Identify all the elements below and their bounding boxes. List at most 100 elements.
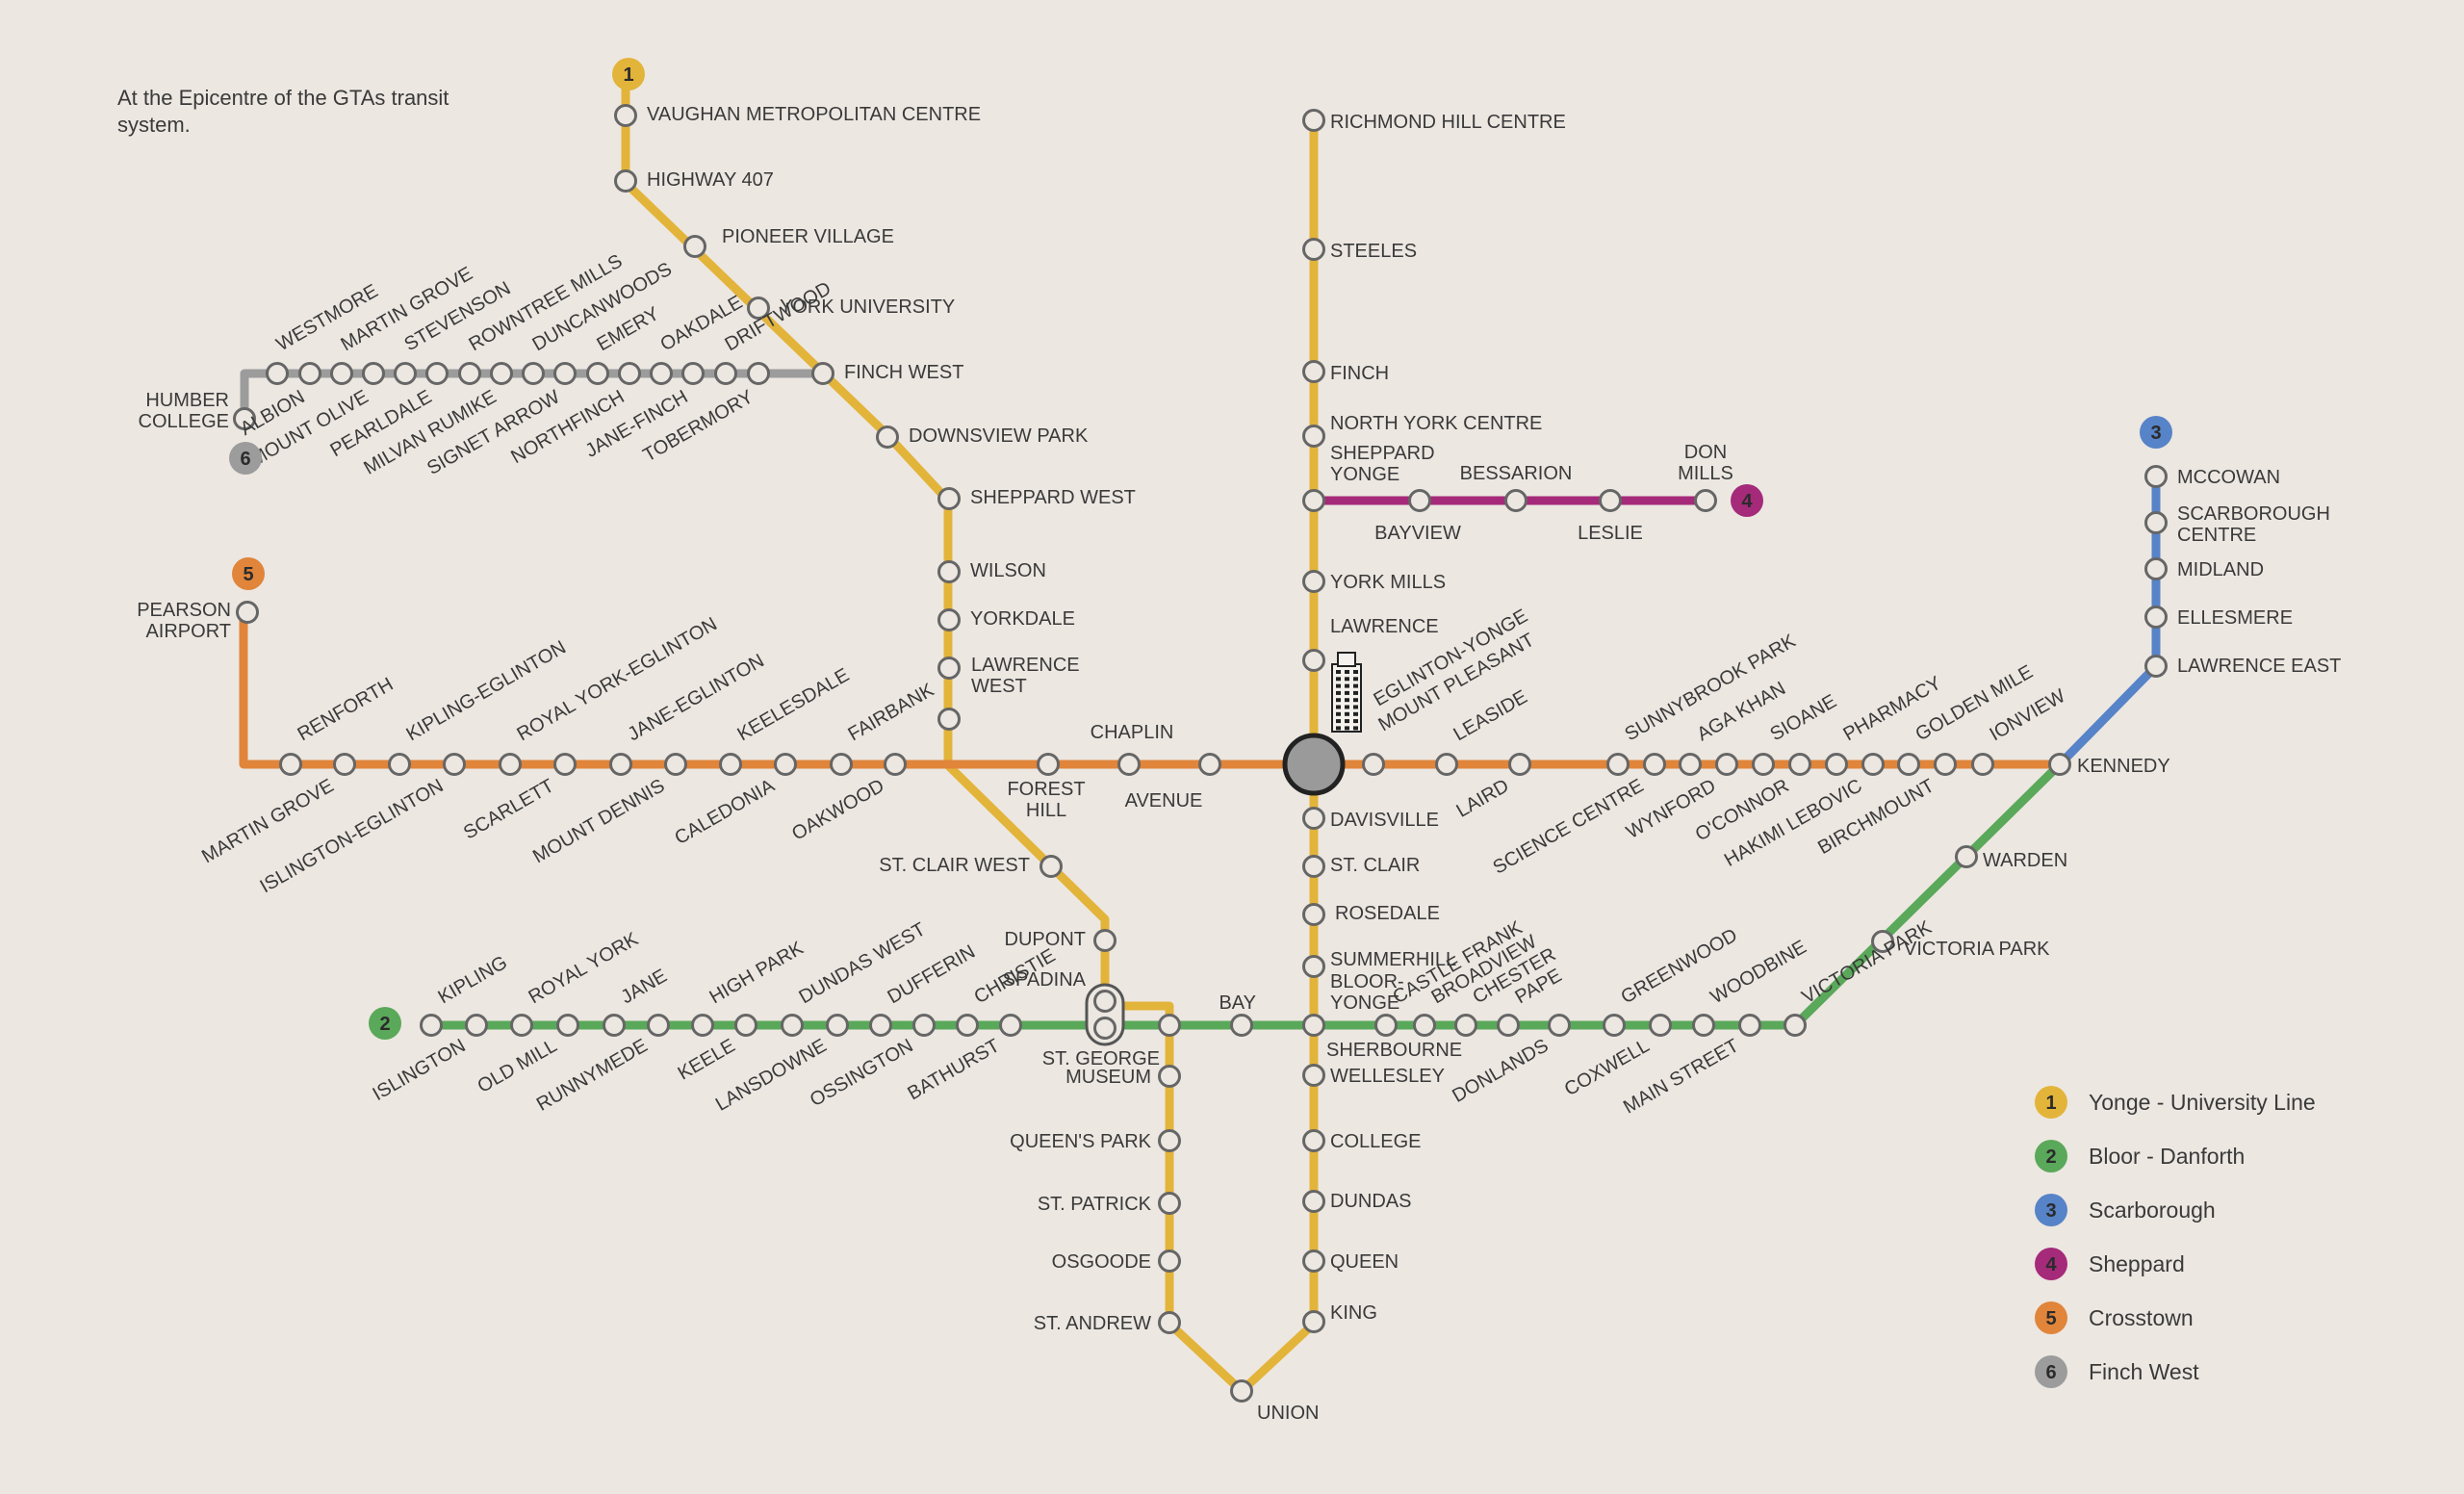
- station-marker-caledonia[interactable]: [774, 753, 797, 776]
- station-marker-lawrence[interactable]: [1302, 649, 1325, 672]
- station-marker-dundas-west[interactable]: [781, 1014, 804, 1037]
- station-marker-pearson-airport[interactable]: [236, 601, 259, 624]
- station-marker-st-patrick[interactable]: [1158, 1192, 1181, 1215]
- station-marker-aga-khan[interactable]: [1679, 753, 1702, 776]
- station-marker-ionview[interactable]: [1971, 753, 1994, 776]
- station-marker-golden-mile[interactable]: [1897, 753, 1920, 776]
- station-marker-bessarion[interactable]: [1504, 489, 1527, 512]
- station-marker-davisville[interactable]: [1302, 807, 1325, 830]
- station-marker-midland[interactable]: [2144, 557, 2168, 580]
- station-marker-yorkdale[interactable]: [937, 608, 961, 631]
- station-marker-pharmacy[interactable]: [1825, 753, 1848, 776]
- station-marker-bayview[interactable]: [1408, 489, 1431, 512]
- station-marker-oakdale[interactable]: [650, 362, 673, 385]
- station-marker-highway-407[interactable]: [614, 169, 637, 193]
- eglinton-hub-station[interactable]: [1282, 733, 1346, 796]
- station-marker-st-clair[interactable]: [1302, 855, 1325, 878]
- station-marker-chester[interactable]: [1454, 1014, 1477, 1037]
- station-marker-york-mills[interactable]: [1302, 570, 1325, 593]
- station-marker-mount-dennis[interactable]: [664, 753, 687, 776]
- station-marker-renforth[interactable]: [279, 753, 302, 776]
- station-marker-college[interactable]: [1302, 1129, 1325, 1152]
- station-marker-duncanwoods[interactable]: [522, 362, 545, 385]
- station-marker-st-george[interactable]: [1093, 1017, 1116, 1040]
- station-marker-rowntree-mills[interactable]: [458, 362, 481, 385]
- station-marker-pape[interactable]: [1497, 1014, 1520, 1037]
- station-marker-woodbine[interactable]: [1692, 1014, 1715, 1037]
- station-marker-rosedale[interactable]: [1302, 903, 1325, 926]
- station-marker-keele[interactable]: [734, 1014, 757, 1037]
- station-marker-pioneer-village[interactable]: [683, 235, 706, 258]
- station-marker-runnymede[interactable]: [647, 1014, 670, 1037]
- station-marker-richmond-hill-centre[interactable]: [1302, 109, 1325, 132]
- station-marker-emery[interactable]: [586, 362, 609, 385]
- station-marker-ellesmere[interactable]: [2144, 605, 2168, 629]
- station-marker-union[interactable]: [1230, 1379, 1253, 1403]
- station-marker-coxwell[interactable]: [1649, 1014, 1672, 1037]
- station-marker-vaughan-metropolitan-centre[interactable]: [614, 104, 637, 127]
- station-marker-warden[interactable]: [1955, 845, 1978, 868]
- station-marker-martin-grove[interactable]: [333, 753, 356, 776]
- station-marker-main-street[interactable]: [1738, 1014, 1761, 1037]
- station-marker-dupont[interactable]: [1093, 929, 1116, 952]
- station-marker-albion[interactable]: [298, 362, 321, 385]
- station-marker-york-university[interactable]: [747, 296, 770, 320]
- station-marker-ossington[interactable]: [912, 1014, 936, 1037]
- station-marker-humber-college[interactable]: [233, 407, 256, 430]
- station-marker-keelesdale[interactable]: [719, 753, 742, 776]
- station-marker-milvan-rumike[interactable]: [490, 362, 513, 385]
- station-marker-westmore[interactable]: [266, 362, 289, 385]
- station-marker-kennedy[interactable]: [2048, 753, 2071, 776]
- station-marker-broadview[interactable]: [1413, 1014, 1436, 1037]
- station-marker-leaside[interactable]: [1435, 753, 1458, 776]
- station-marker-sioane[interactable]: [1752, 753, 1775, 776]
- station-marker-oakwood[interactable]: [884, 753, 907, 776]
- station-marker-leslie[interactable]: [1599, 489, 1622, 512]
- station-marker-kipling[interactable]: [420, 1014, 443, 1037]
- station-marker-bloor-spadina-junction[interactable]: [1158, 1014, 1181, 1037]
- station-marker-summerhill[interactable]: [1302, 955, 1325, 978]
- station-marker-high-park[interactable]: [691, 1014, 714, 1037]
- station-marker-scarlett[interactable]: [553, 753, 577, 776]
- station-marker-donlands[interactable]: [1548, 1014, 1571, 1037]
- station-marker-queen[interactable]: [1302, 1249, 1325, 1273]
- station-marker-islington-eglinton[interactable]: [443, 753, 466, 776]
- station-marker-yu-west-unnamed[interactable]: [937, 657, 961, 680]
- station-marker-kipling-eglinton[interactable]: [388, 753, 411, 776]
- station-marker-tobermory[interactable]: [747, 362, 770, 385]
- station-marker-jane[interactable]: [603, 1014, 626, 1037]
- station-marker-science-centre[interactable]: [1643, 753, 1666, 776]
- station-marker-dufferin[interactable]: [869, 1014, 892, 1037]
- station-marker-north-york-centre[interactable]: [1302, 425, 1325, 448]
- station-marker-signet-arrow[interactable]: [553, 362, 577, 385]
- station-marker-museum[interactable]: [1158, 1065, 1181, 1088]
- station-marker-o-connor[interactable]: [1788, 753, 1811, 776]
- station-marker-martin-grove[interactable]: [330, 362, 353, 385]
- station-marker-forest-hill[interactable]: [1037, 753, 1060, 776]
- station-marker-king[interactable]: [1302, 1310, 1325, 1333]
- station-marker-wilson[interactable]: [937, 560, 961, 583]
- station-marker-northfinch[interactable]: [618, 362, 641, 385]
- station-marker-bloor-yonge[interactable]: [1302, 1014, 1325, 1037]
- station-marker-don-mills[interactable]: [1694, 489, 1717, 512]
- station-marker-mccowan[interactable]: [2144, 465, 2168, 488]
- station-marker-spadina[interactable]: [1093, 990, 1116, 1013]
- station-marker-hakimi-lebovic[interactable]: [1861, 753, 1885, 776]
- station-marker-old-mill[interactable]: [556, 1014, 579, 1037]
- station-marker-christie[interactable]: [956, 1014, 979, 1037]
- station-marker-avenue[interactable]: [1198, 753, 1221, 776]
- station-marker-jane-eglinton[interactable]: [609, 753, 632, 776]
- station-marker-st-andrew[interactable]: [1158, 1311, 1181, 1334]
- station-marker-laird[interactable]: [1508, 753, 1531, 776]
- station-marker-stevenson[interactable]: [394, 362, 417, 385]
- station-marker-finch-west[interactable]: [811, 362, 834, 385]
- station-marker-jane-finch[interactable]: [681, 362, 705, 385]
- station-marker-bathurst[interactable]: [999, 1014, 1022, 1037]
- station-marker-queen-s-park[interactable]: [1158, 1129, 1181, 1152]
- station-marker-victoria-park[interactable]: [1871, 930, 1894, 953]
- station-marker-sheppard-west[interactable]: [937, 487, 961, 510]
- station-marker-pearldale[interactable]: [425, 362, 449, 385]
- station-marker-greenwood[interactable]: [1603, 1014, 1626, 1037]
- station-marker-dundas[interactable]: [1302, 1190, 1325, 1213]
- station-marker-sheppard-yonge[interactable]: [1302, 489, 1325, 512]
